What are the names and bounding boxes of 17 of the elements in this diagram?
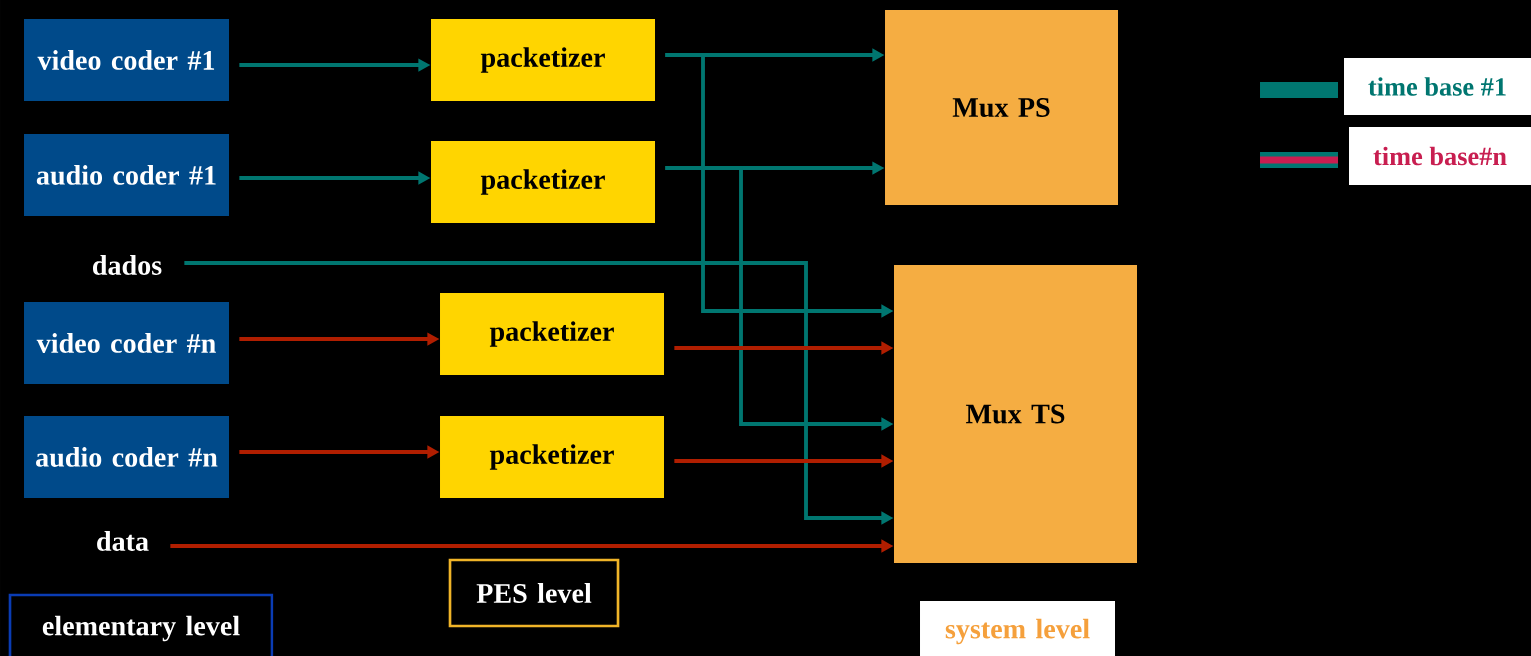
packetizer-box: packetizer bbox=[431, 19, 655, 101]
level-box: system level bbox=[920, 601, 1115, 656]
packetizer-box: packetizer bbox=[440, 416, 664, 498]
input-label: dados bbox=[92, 255, 162, 275]
legend-label: time base #1 bbox=[1344, 58, 1531, 115]
coder-box: video coder #1 bbox=[24, 19, 229, 101]
coder-box: video coder #n bbox=[24, 302, 229, 384]
packetizer-box: packetizer bbox=[431, 141, 655, 223]
level-box: elementary level bbox=[8, 593, 274, 656]
legend-label: time base#n bbox=[1349, 127, 1531, 185]
level-box: PES level bbox=[448, 558, 620, 628]
mux-box: Mux PS bbox=[885, 10, 1118, 205]
coder-box: audio coder #1 bbox=[24, 134, 229, 216]
mux-box: Mux TS bbox=[894, 265, 1137, 563]
packetizer-box: packetizer bbox=[440, 293, 664, 375]
coder-box: audio coder #n bbox=[24, 416, 229, 498]
input-label: data bbox=[97, 531, 149, 551]
